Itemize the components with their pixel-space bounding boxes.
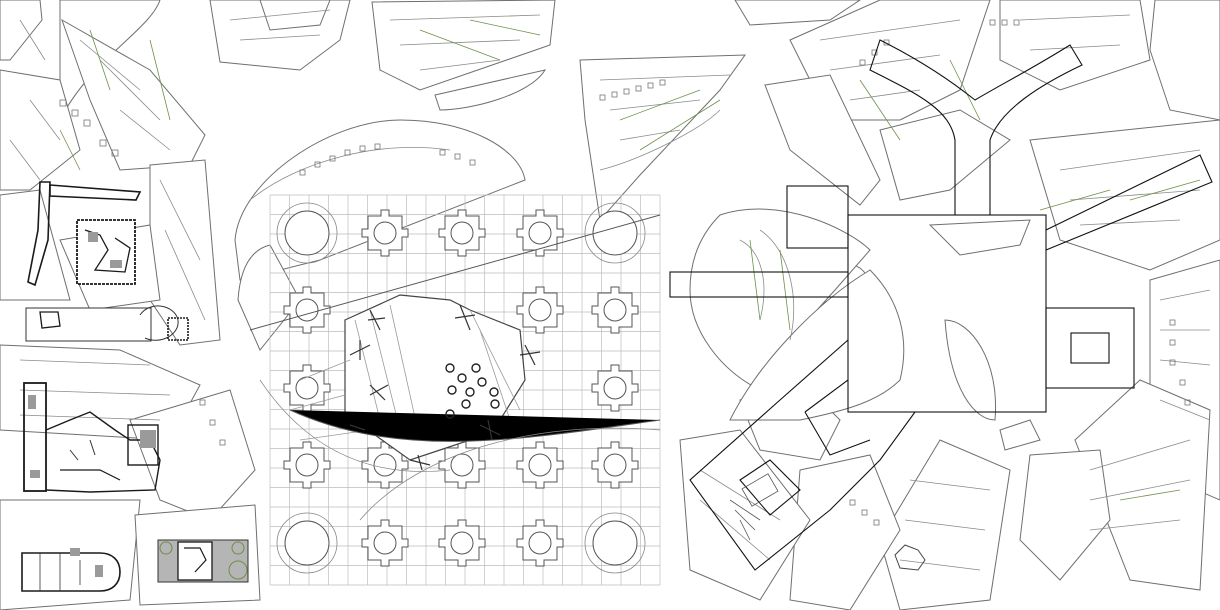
inset-floor-plan-3 [23, 382, 161, 493]
tower-core [603, 298, 627, 322]
block-detail-lines [9, 9, 1211, 571]
tower-core [528, 221, 552, 245]
plaza-column-cluster [445, 363, 500, 419]
tower-footprint [516, 441, 564, 489]
inset-floor-plan-2 [25, 305, 189, 342]
tower-core [528, 453, 552, 477]
tower-core [295, 298, 319, 322]
corner-tower-ring [584, 512, 646, 574]
tower-footprint [283, 441, 331, 489]
tower-core [373, 531, 397, 555]
tower-footprint [591, 441, 639, 489]
tower-footprint [438, 441, 486, 489]
tower-core [528, 531, 552, 555]
tower-footprint [591, 286, 639, 334]
tower-footprint [591, 364, 639, 412]
inset-floor-plan-1 [27, 181, 142, 287]
corner-round-tower [592, 520, 638, 566]
corner-tower-ring [276, 512, 338, 574]
tower-footprint [516, 519, 564, 567]
main-building-outline [669, 39, 1213, 571]
corner-tower-ring [584, 202, 646, 264]
tower-core [373, 221, 397, 245]
green-accent-lines [59, 19, 1201, 501]
corner-tower-ring [276, 202, 338, 264]
corner-round-tower [284, 210, 330, 256]
tower-footprint [516, 209, 564, 257]
tower-core [603, 376, 627, 400]
central-plaza [249, 214, 661, 521]
corner-round-tower [592, 210, 638, 256]
tower-footprints [276, 202, 646, 574]
tower-footprint [438, 209, 486, 257]
tower-core [295, 453, 319, 477]
stairwell-detail [729, 473, 779, 541]
tower-footprint [516, 286, 564, 334]
tower-core [603, 453, 627, 477]
tower-footprint [283, 286, 331, 334]
tower-core [528, 298, 552, 322]
corner-round-tower [284, 520, 330, 566]
building-unit-dots [59, 19, 1191, 526]
tower-footprint [361, 519, 409, 567]
inset-floor-plan-4 [21, 548, 121, 592]
tower-core [450, 531, 474, 555]
scattered-object [894, 544, 926, 571]
tower-core [450, 221, 474, 245]
grid-node-markers [349, 304, 541, 471]
tower-core [450, 453, 474, 477]
tower-footprint [361, 209, 409, 257]
tower-footprint [438, 519, 486, 567]
inset-floor-plan-5 [157, 539, 249, 583]
tower-footprint [283, 364, 331, 412]
tower-core [373, 453, 397, 477]
